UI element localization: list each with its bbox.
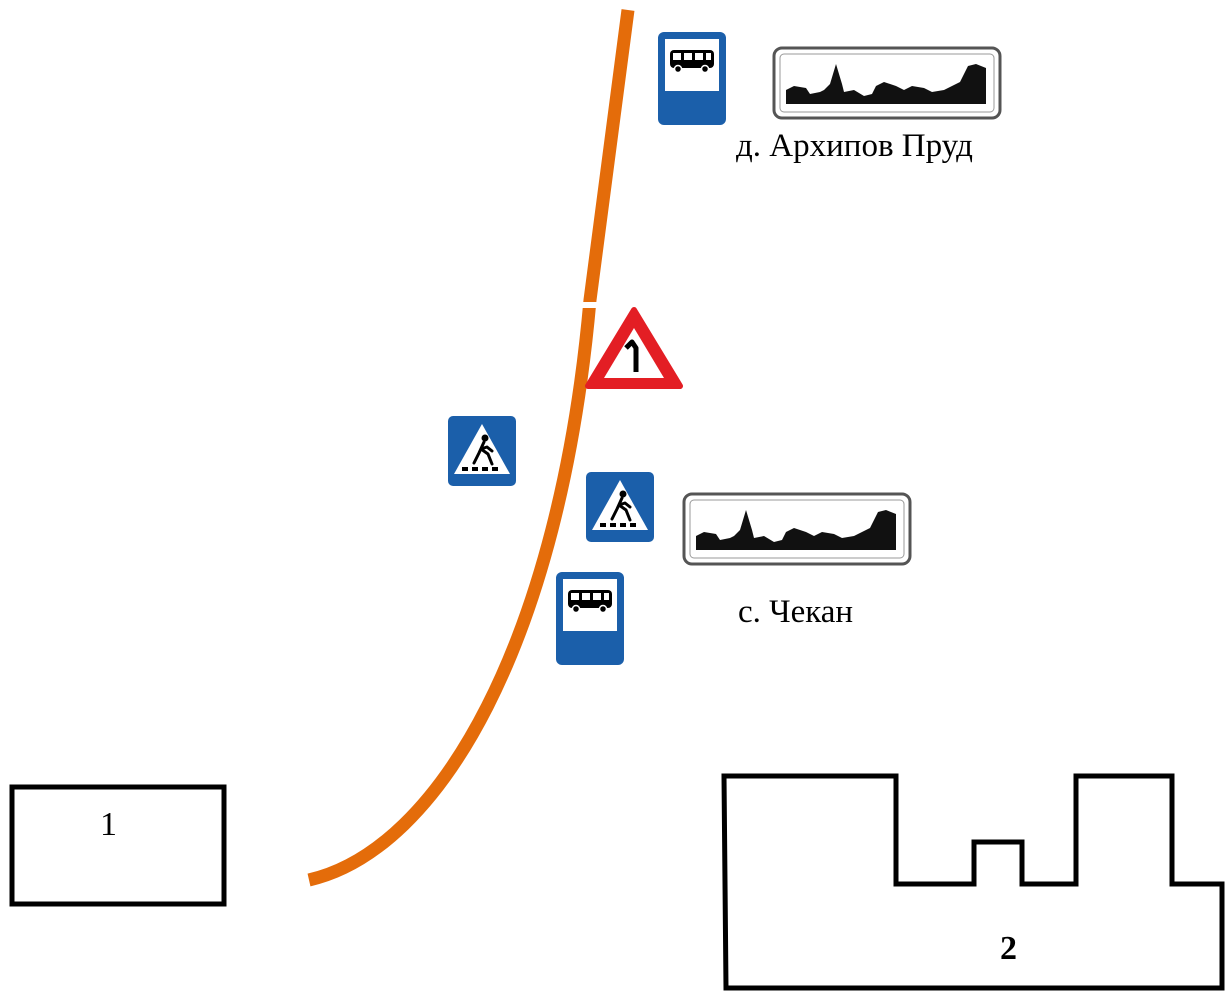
pedestrian-crossing-sign-right: [584, 470, 656, 544]
block-2-label: 2: [1000, 930, 1017, 967]
dangerous-curve-left-sign: [585, 307, 683, 389]
block-1-outline: [9, 784, 227, 907]
selo-name: с. Чекан: [738, 594, 854, 630]
bus-stop-sign-selo: [555, 571, 625, 666]
bus-stop-sign-village: [657, 31, 727, 126]
block-1-label: 1: [100, 806, 117, 843]
road-gap: [570, 302, 610, 308]
pedestrian-crossing-sign-left: [446, 414, 518, 488]
village-name: д. Архипов Пруд: [736, 128, 973, 164]
settlement-sign-village: [772, 46, 1002, 120]
settlement-sign-selo: [682, 492, 912, 566]
road-line: [307, 9, 635, 887]
block-2-outline: [721, 773, 1225, 991]
